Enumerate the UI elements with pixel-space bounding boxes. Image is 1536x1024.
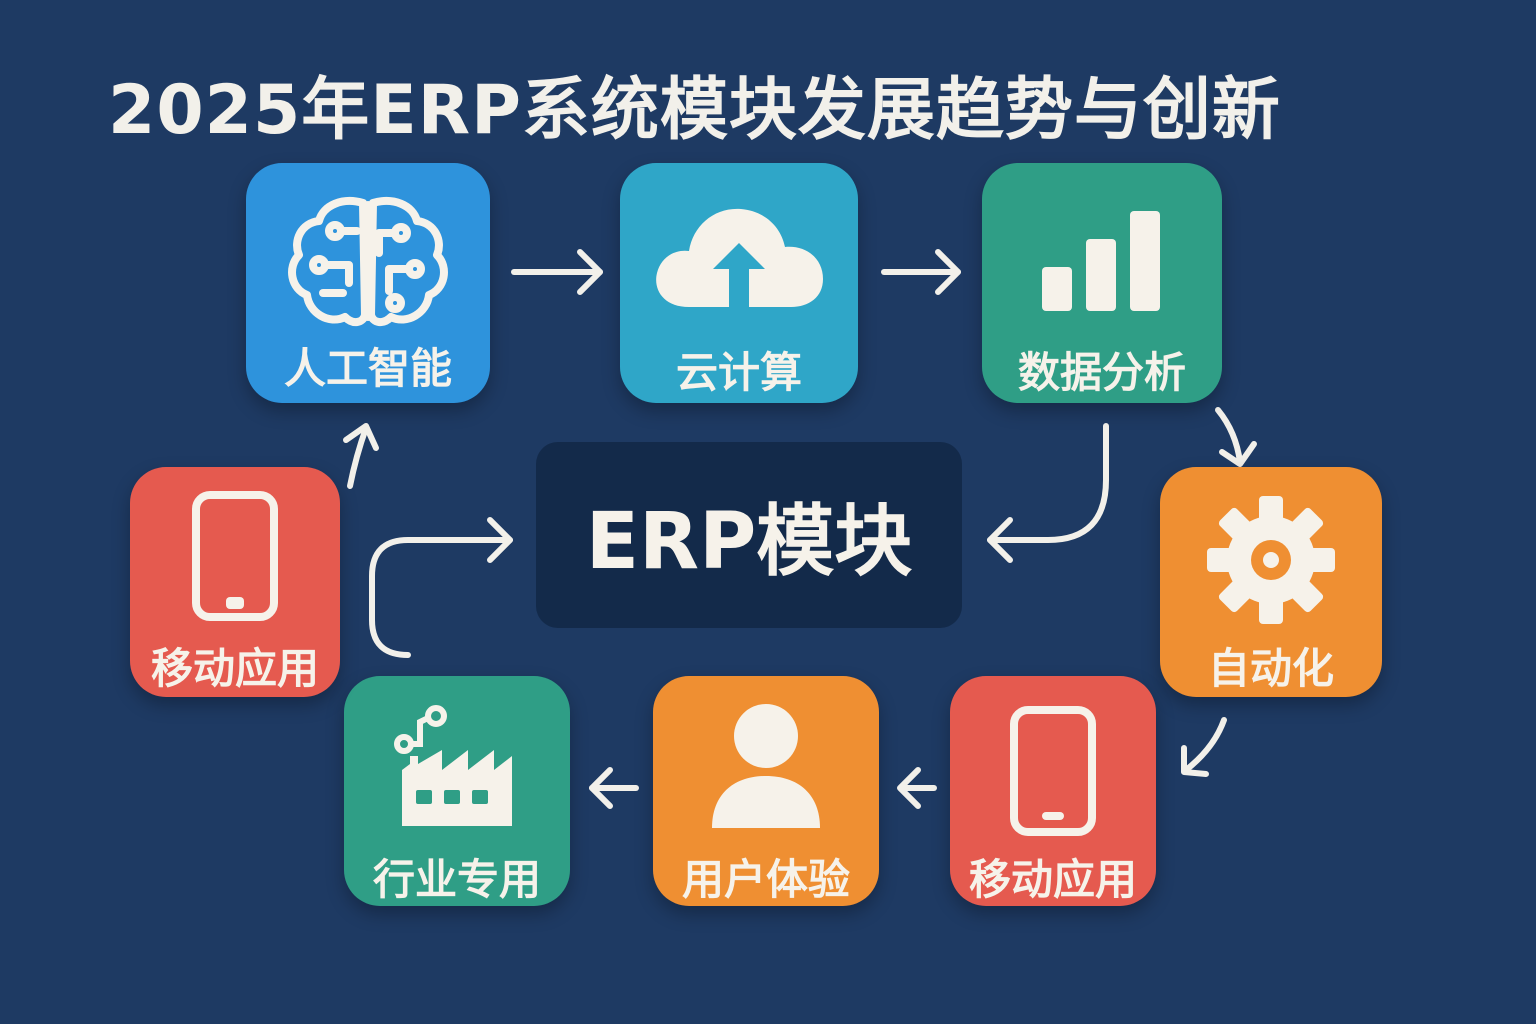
node-ai: 人工智能 — [246, 163, 490, 403]
arrow-industry-to-center — [369, 517, 513, 658]
bar-chart-icon — [1042, 211, 1160, 311]
arrow-automation-to-mobile — [1181, 717, 1227, 777]
arrow-analytics-to-automation — [1215, 407, 1257, 467]
factory-icon — [394, 705, 512, 826]
brain-circuit-icon — [288, 197, 448, 326]
node-automation-label: 自动化 — [1207, 644, 1334, 693]
arrow-ai-to-cloud — [511, 249, 603, 295]
node-ux: 用户体验 — [653, 676, 879, 906]
node-ai-label: 人工智能 — [283, 344, 452, 393]
arrow-analytics-to-center — [987, 423, 1109, 563]
node-mobile-right-label: 移动应用 — [968, 855, 1137, 904]
gear-icon — [1207, 496, 1335, 624]
node-ux-label: 用户体验 — [681, 855, 850, 904]
node-mobile-right: 移动应用 — [950, 676, 1156, 906]
node-mobile-left-label: 移动应用 — [150, 644, 319, 693]
user-icon — [712, 704, 820, 828]
arrow-ux-to-industry — [589, 767, 639, 809]
arrow-mobile-to-ux — [897, 767, 937, 809]
arrow-cloud-to-analytics — [881, 249, 961, 295]
node-automation: 自动化 — [1160, 467, 1382, 697]
node-analytics-label: 数据分析 — [1017, 348, 1186, 397]
node-cloud-label: 云计算 — [675, 348, 802, 397]
node-mobile-left: 移动应用 — [130, 467, 340, 697]
arrow-mobile-to-ai — [343, 423, 379, 489]
node-analytics: 数据分析 — [982, 163, 1222, 403]
node-industry: 行业专用 — [344, 676, 570, 906]
node-industry-label: 行业专用 — [372, 855, 541, 904]
cloud-upload-icon — [656, 208, 823, 311]
smartphone-icon — [192, 491, 278, 621]
smartphone-icon — [1010, 706, 1096, 836]
center-erp-module: ERP模块 — [536, 442, 962, 628]
node-cloud: 云计算 — [620, 163, 858, 403]
page-title: 2025年ERP系统模块发展趋势与创新 — [108, 71, 1281, 150]
